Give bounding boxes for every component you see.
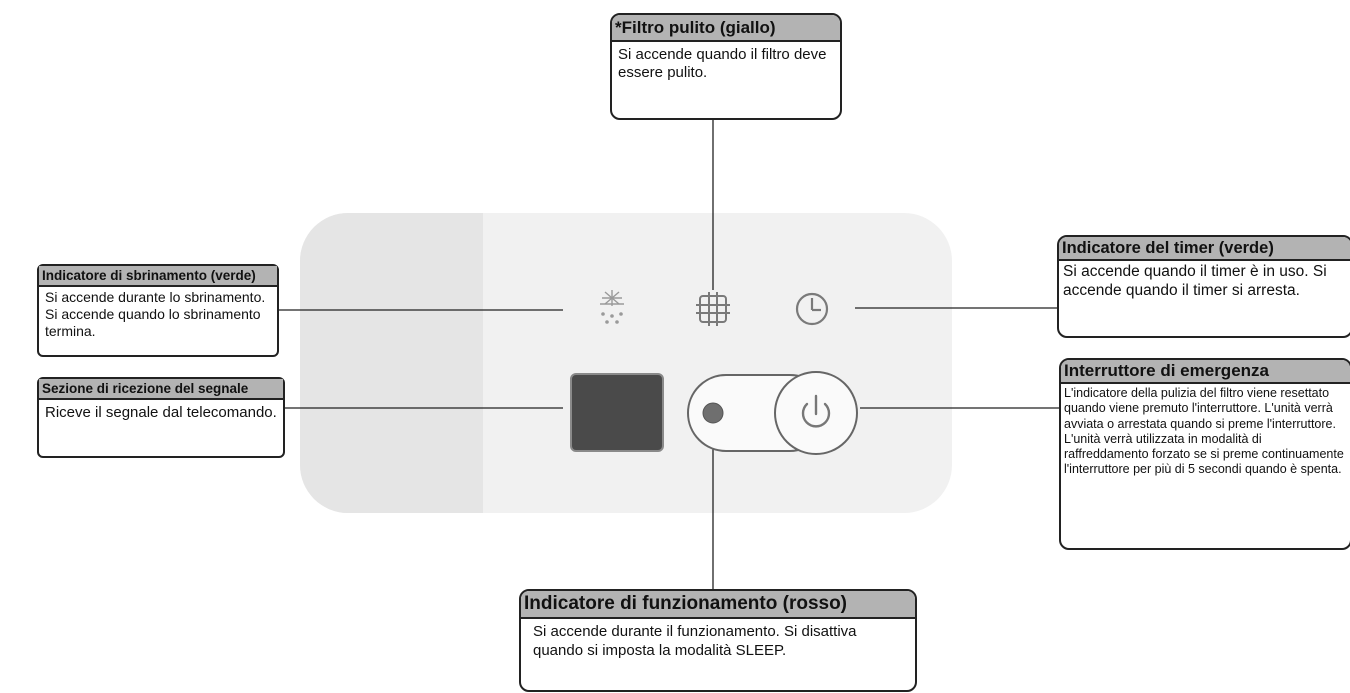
callout-filter-clean: *Filtro pulito (giallo) Si accende quand… bbox=[610, 13, 842, 120]
clock-icon bbox=[795, 292, 829, 326]
callout-text: Riceve il segnale dal telecomando. bbox=[45, 404, 277, 421]
snowflake-drops-icon bbox=[600, 290, 624, 306]
callout-operation: Indicatore di funzionamento (rosso) Si a… bbox=[519, 589, 917, 692]
callout-timer: Indicatore del timer (verde) Si accende … bbox=[1057, 235, 1350, 338]
power-icon bbox=[801, 394, 831, 428]
grid-filter-icon bbox=[696, 292, 730, 326]
callout-text: Si accende quando il filtro deve essere … bbox=[618, 46, 827, 81]
callout-title: Interruttore di emergenza bbox=[1061, 360, 1350, 384]
callout-signal: Sezione di ricezione del segnale Riceve … bbox=[37, 377, 285, 458]
callout-title: Indicatore di funzionamento (rosso) bbox=[521, 591, 915, 619]
callout-title: *Filtro pulito (giallo) bbox=[612, 15, 840, 42]
callout-title: Sezione di ricezione del segnale bbox=[39, 379, 283, 400]
callout-title: Indicatore del timer (verde) bbox=[1059, 237, 1350, 261]
callout-text: L'indicatore della pulizia del filtro vi… bbox=[1064, 386, 1344, 477]
panel-left-section bbox=[300, 213, 483, 513]
callout-emergency: Interruttore di emergenza L'indicatore d… bbox=[1059, 358, 1350, 550]
callout-text: Si accende durante il funzionamento. Si … bbox=[533, 623, 857, 659]
operation-led bbox=[702, 402, 724, 424]
control-panel bbox=[300, 213, 952, 513]
callout-text: Si accende durante lo sbrinamento. Si ac… bbox=[45, 289, 266, 339]
drops-icon bbox=[601, 312, 623, 324]
callout-title: Indicatore di sbrinamento (verde) bbox=[39, 266, 277, 287]
callout-text: Si accende quando il timer è in uso. Si … bbox=[1063, 263, 1327, 299]
signal-receiver bbox=[570, 373, 664, 452]
callout-defrost: Indicatore di sbrinamento (verde) Si acc… bbox=[37, 264, 279, 357]
